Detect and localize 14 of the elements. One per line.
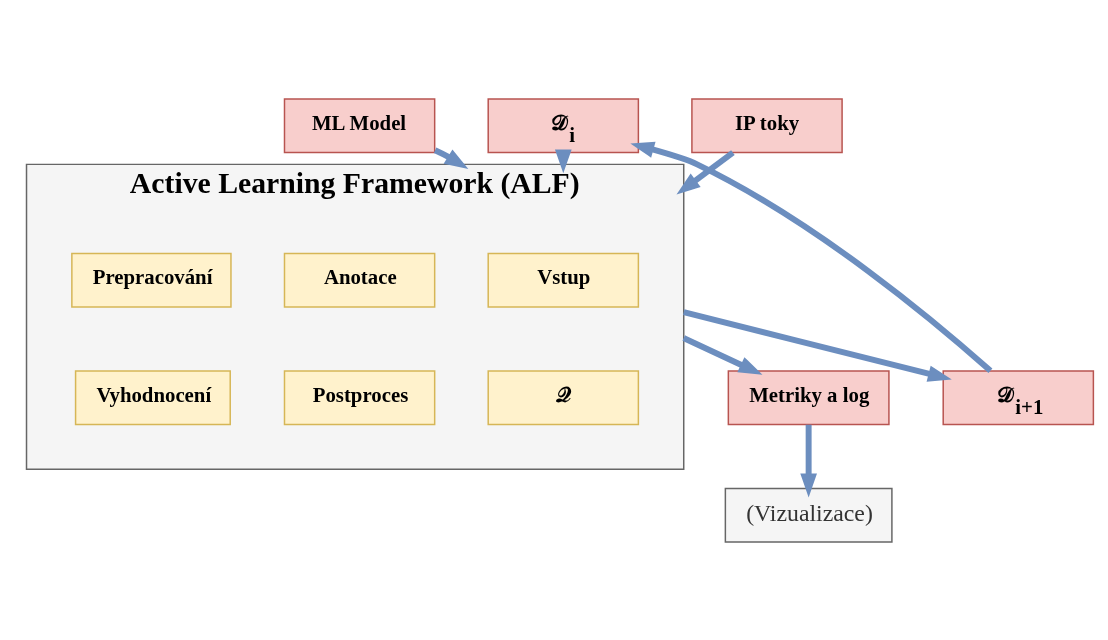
node-box: Vyhodnocení — [74, 369, 231, 425]
node-box: Vstup — [487, 252, 640, 308]
node-box: Postproces — [283, 369, 436, 425]
node-box: (Vizualizace) — [724, 487, 893, 543]
node-box: Anotace — [283, 252, 436, 308]
node-box: ML Model — [283, 97, 436, 153]
arrow — [676, 149, 735, 195]
arrow — [630, 141, 993, 373]
node-box: IP toky — [691, 97, 843, 153]
node-box: Metriky a log — [727, 369, 890, 425]
node-box: 𝒬 — [487, 369, 640, 425]
node-box: Prepracování — [71, 252, 232, 308]
arrow — [683, 308, 952, 382]
arrow — [800, 424, 817, 497]
